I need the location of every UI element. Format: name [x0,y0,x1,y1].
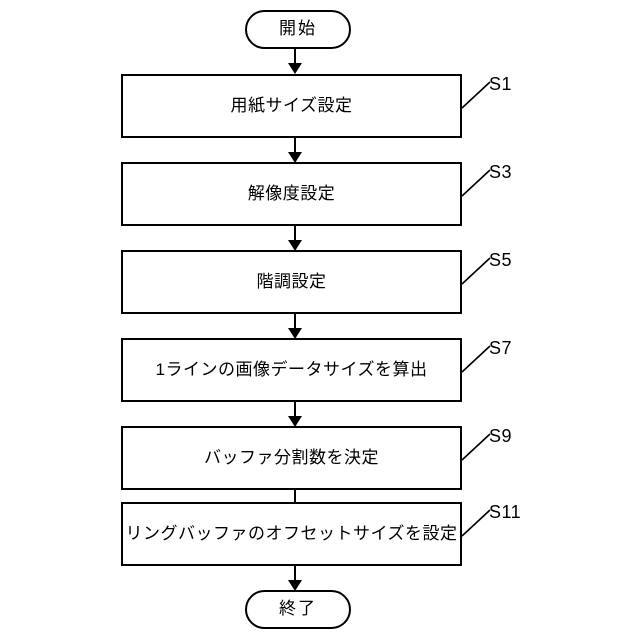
arrowhead-s11-to-end [288,580,302,591]
node-s1-label: 用紙サイズ設定 [230,95,353,115]
step-label-s11: S11 [489,502,522,522]
node-s5-label: 階調設定 [256,271,327,291]
node-s1: 用紙サイズ設定 [121,74,462,138]
node-s5: 階調設定 [121,250,462,314]
node-s9: バッファ分割数を決定 [121,426,462,490]
node-start: 開始 [245,10,351,49]
step-label-s5: S5 [489,250,513,270]
step-label-s3: S3 [489,162,513,182]
connector-s9-to-s11 [294,490,296,507]
node-start-label: 開始 [279,19,317,39]
connector-start-to-s1 [294,49,296,66]
arrowhead-s5-to-s7 [288,328,302,339]
node-s7: 1ラインの画像データサイズを算出 [121,338,462,402]
node-end: 終了 [245,590,351,629]
connector-s1-to-s3 [294,138,296,155]
node-s7-label: 1ラインの画像データサイズを算出 [155,359,428,379]
step-label-s1: S1 [489,74,513,94]
arrowhead-s1-to-s3 [288,152,302,163]
node-s9-label: バッファ分割数を決定 [204,447,379,467]
connector-s3-to-s5 [294,226,296,243]
arrowhead-s3-to-s5 [288,240,302,251]
node-s11: リングバッファのオフセットサイズを設定 [121,502,462,566]
connector-s11-to-end [294,566,296,583]
step-label-s7: S7 [489,338,513,358]
step-label-s9: S9 [489,426,513,446]
node-s3: 解像度設定 [121,162,462,226]
node-s3-label: 解像度設定 [247,183,336,203]
node-end-label: 終了 [279,599,317,619]
connector-s7-to-s9 [294,402,296,419]
node-s11-label: リングバッファのオフセットサイズを設定 [125,523,458,543]
arrowhead-s7-to-s9 [288,416,302,427]
arrowhead-start-to-s1 [288,63,302,74]
connector-s5-to-s7 [294,314,296,331]
